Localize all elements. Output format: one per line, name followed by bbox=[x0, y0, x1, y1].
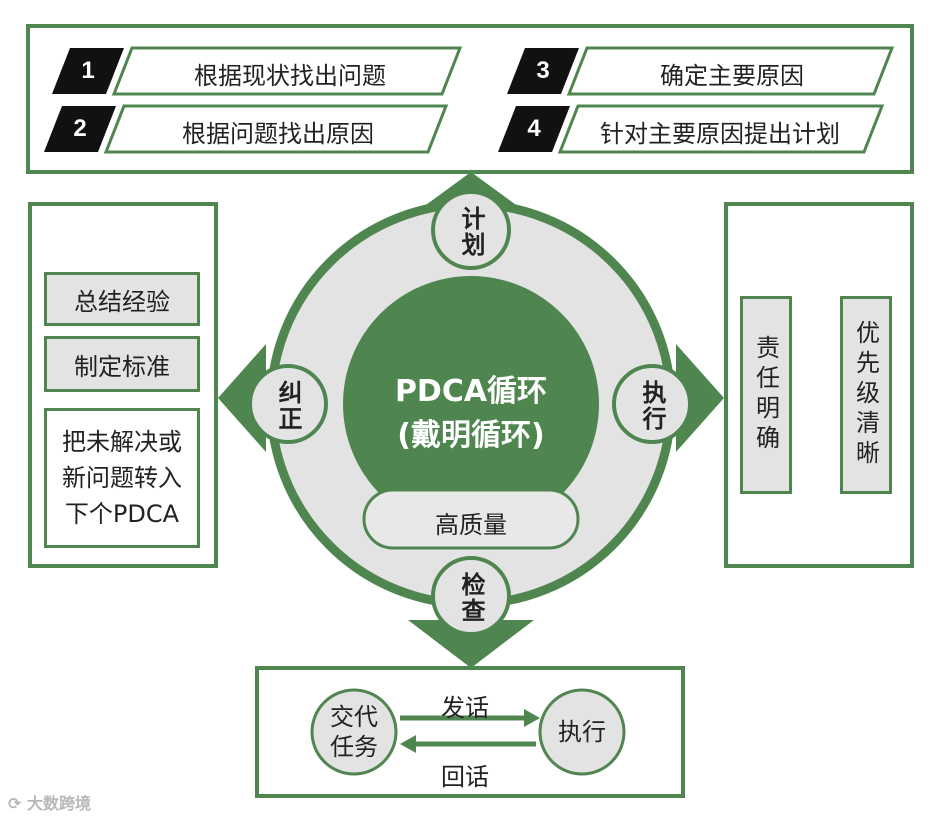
do-item-responsibility: 责任明确 bbox=[740, 296, 792, 494]
step-2-number: 2 bbox=[73, 115, 87, 142]
do-item-priority-text: 优先级清晰 bbox=[851, 320, 880, 470]
back-label: 回话 bbox=[441, 763, 489, 791]
step-3-number: 3 bbox=[536, 57, 550, 84]
do-stage-label: 执行 bbox=[638, 380, 666, 432]
step-4-number-tab bbox=[498, 106, 570, 152]
watermark-icon: ⟳ bbox=[8, 794, 27, 813]
watermark-logo: ⟳ 大数跨境 bbox=[8, 790, 91, 814]
step-4-label: 针对主要原因提出计划 bbox=[600, 120, 840, 148]
center-circle bbox=[343, 276, 599, 532]
step-3-label: 确定主要原因 bbox=[660, 62, 804, 90]
act-badge bbox=[248, 364, 328, 444]
execute-node bbox=[538, 688, 626, 776]
quality-pill-shape bbox=[362, 488, 580, 550]
act-item-standardize: 制定标准 bbox=[44, 336, 200, 392]
do-badge bbox=[612, 364, 692, 444]
center-title: PDCA循环 bbox=[394, 374, 548, 409]
plan-badge bbox=[431, 190, 511, 270]
back-arrow-head bbox=[400, 735, 416, 753]
step-3-label-box bbox=[566, 46, 895, 96]
step-2-number-tab bbox=[44, 106, 116, 152]
assign-task-node bbox=[310, 688, 398, 776]
step-3-number-tab bbox=[507, 48, 579, 94]
check-badge bbox=[431, 556, 511, 636]
do-item-priority: 优先级清晰 bbox=[840, 296, 892, 494]
quality-label: 高质量 bbox=[435, 511, 507, 539]
center-subtitle: (戴明循环) bbox=[397, 418, 545, 453]
act-note-box: 把未解决或 新问题转入 下个PDCA bbox=[44, 408, 200, 548]
step-1-number: 1 bbox=[81, 57, 95, 84]
step-1-label-box bbox=[111, 46, 463, 96]
forward-arrow-head bbox=[524, 709, 540, 727]
do-arrow bbox=[676, 344, 724, 452]
forward-label: 发话 bbox=[441, 694, 489, 722]
step-1-number-tab bbox=[52, 48, 124, 94]
check-stage-label: 检查 bbox=[457, 572, 485, 624]
assign-task-line-2: 任务 bbox=[330, 733, 378, 761]
assign-task-line-1: 交代 bbox=[330, 703, 378, 731]
plan-stage-label: 计划 bbox=[457, 206, 485, 258]
act-note-line-1: 把未解决或 bbox=[62, 428, 182, 456]
step-2-label-box bbox=[103, 104, 449, 154]
step-4-number: 4 bbox=[527, 115, 541, 142]
watermark-text: 大数跨境 bbox=[26, 794, 91, 813]
check-arrow bbox=[408, 620, 534, 668]
step-2-label: 根据问题找出原因 bbox=[182, 120, 374, 148]
act-item-summarize: 总结经验 bbox=[44, 272, 200, 326]
execute-node-label: 执行 bbox=[558, 718, 606, 746]
act-stage-label: 纠正 bbox=[274, 380, 302, 432]
step-1-label: 根据现状找出问题 bbox=[194, 62, 386, 90]
do-item-responsibility-text: 责任明确 bbox=[751, 335, 780, 455]
step-4-label-box bbox=[557, 104, 885, 154]
act-note-line-2: 新问题转入 bbox=[62, 464, 182, 492]
act-note-line-3: 下个PDCA bbox=[64, 500, 180, 528]
